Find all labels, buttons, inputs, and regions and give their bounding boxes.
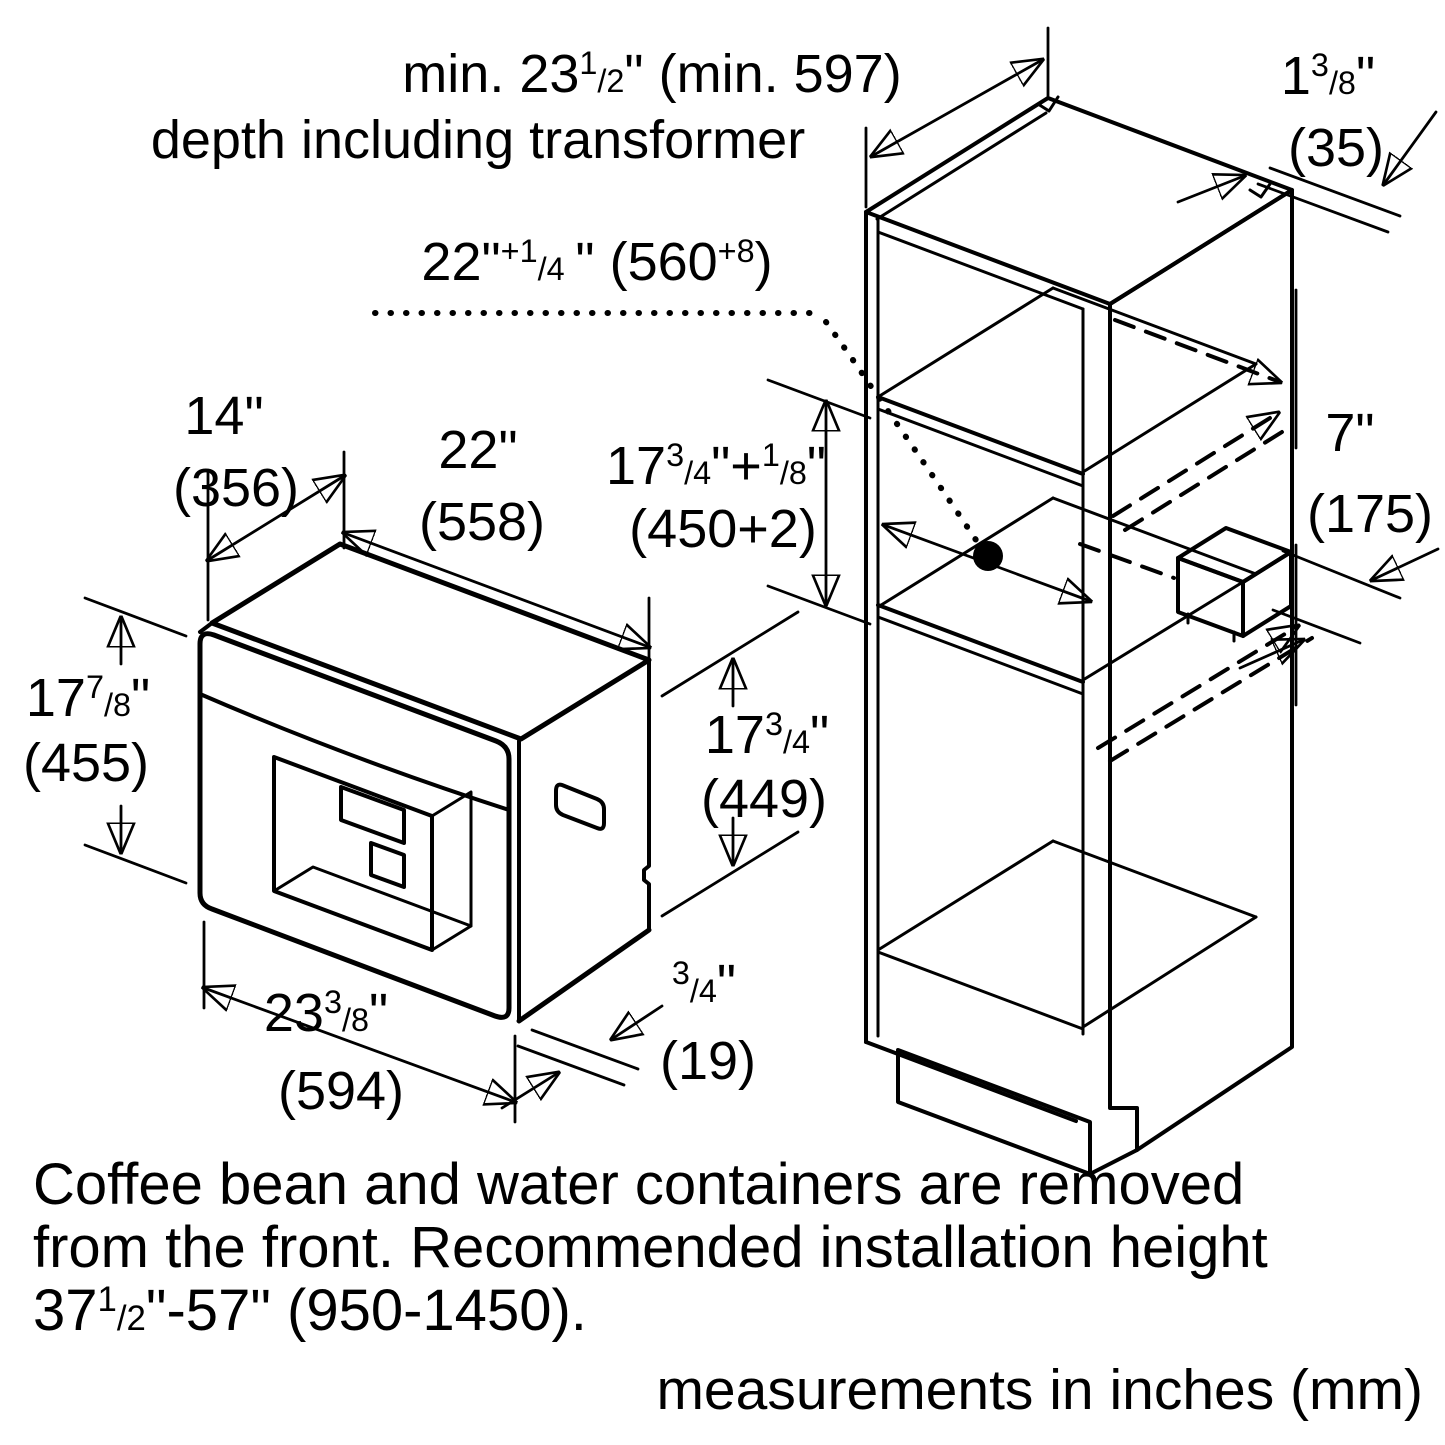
note-block: Coffee bean and water containers are rem… <box>33 1153 1268 1343</box>
label-niche-width: 22"+1/4 " (560+8) <box>421 232 773 292</box>
body-bottom-right-edge <box>516 927 652 1024</box>
label-panel-t-in: 3/4" <box>671 954 737 1014</box>
label-panel-t-mm: (19) <box>659 1031 757 1091</box>
units-footer: measurements in inches (mm) <box>656 1358 1423 1422</box>
label-panel-h-mm: (455) <box>22 733 150 793</box>
dispenser-recess-opening <box>272 755 434 952</box>
dimension-body-height-17-3-4 <box>660 610 800 918</box>
shelf1-bottom-edge <box>876 407 1085 488</box>
cabinet-top-inner-edge <box>875 111 1048 221</box>
dimension-panel-overhang-3-4 <box>500 1004 664 1110</box>
label-panel-h-in: 177/8" <box>25 668 151 728</box>
dimension-clearance-7 <box>1238 288 1440 707</box>
dimension-top-panel-35 <box>1176 110 1438 234</box>
cabinet-drawing <box>864 95 1294 1176</box>
dashed-upper-a <box>1111 413 1278 518</box>
dispenser-spout-upper <box>339 785 406 845</box>
transformer-hidden-lines <box>1078 318 1314 763</box>
dimension-panel-height-17-7-8 <box>83 596 188 885</box>
cube-top-face <box>1176 526 1293 584</box>
shelf2-bottom-edge <box>876 615 1085 696</box>
dimension-panel-width-23-3-8 <box>204 920 515 1124</box>
label-depth-min: min. 231/2" (min. 597) <box>402 44 902 104</box>
dispenser-spout-lower <box>369 841 406 889</box>
dashed-lower-a <box>1096 626 1298 750</box>
shelf1-top-edge <box>876 395 1085 476</box>
dashed-lower-b <box>1108 636 1314 763</box>
cabinet-right-face <box>1108 188 1294 1152</box>
note-line-3: 371/2"-57" (950-1450). <box>33 1278 587 1344</box>
label-depth14-in: 14" <box>184 386 264 446</box>
label-width22-mm: (558) <box>418 492 546 552</box>
label-panel-w-mm: (594) <box>277 1061 405 1121</box>
dashed-top <box>1113 318 1280 382</box>
transformer-cube <box>1176 526 1293 643</box>
dimension-depth-min <box>864 26 1050 209</box>
shelf2-top-edge <box>876 603 1085 684</box>
appliance-top-face <box>209 541 652 742</box>
dimension-niche-height <box>766 378 872 626</box>
label-top-panel-in: 13/8" <box>1280 46 1376 106</box>
note-line-1: Coffee bean and water containers are rem… <box>33 1152 1245 1217</box>
appliance-drawing <box>197 541 652 1024</box>
dimension-appliance-width-22 <box>344 533 649 670</box>
dashed-upper-b <box>1123 425 1292 532</box>
label-top-panel-mm: (35) <box>1287 118 1385 178</box>
dashed-into-cube <box>1078 542 1176 580</box>
label-depth14-mm: (356) <box>172 458 300 518</box>
cabinet-top-face <box>864 96 1294 306</box>
niche-interior <box>876 496 1258 682</box>
cabinet-bottom-front-edge <box>864 1040 1078 1123</box>
cube-side-face <box>1241 550 1293 638</box>
label-clear7-in: 7" <box>1325 403 1375 463</box>
label-depth-caption: depth including transformer <box>150 110 806 170</box>
label-body-h-in: 173/4" <box>704 705 830 765</box>
label-panel-w-in: 233/8" <box>263 983 389 1043</box>
dimension-niche-width-dotted <box>372 310 1090 601</box>
bottom-compartment-floor-edge <box>876 950 1085 1031</box>
label-niche-h-mm: (450+2) <box>629 499 817 559</box>
label-niche-h-in: 173/4"+1/8" <box>605 436 827 496</box>
dispenser-recess-interior <box>272 790 473 952</box>
label-width22-in: 22" <box>438 420 518 480</box>
body-back-right-edge <box>642 658 651 932</box>
bottom-compartment-interior <box>876 839 1258 1029</box>
label-clear7-mm: (175) <box>1306 484 1434 544</box>
note-line-2: from the front. Recommended installation… <box>33 1215 1268 1281</box>
side-handle-recess <box>554 782 606 831</box>
top-compartment-ceiling-edge <box>876 230 1085 311</box>
label-body-h-mm: (449) <box>700 769 828 829</box>
top-compartment-interior <box>876 286 1258 474</box>
plinth-to-side-edge <box>1088 1148 1139 1176</box>
